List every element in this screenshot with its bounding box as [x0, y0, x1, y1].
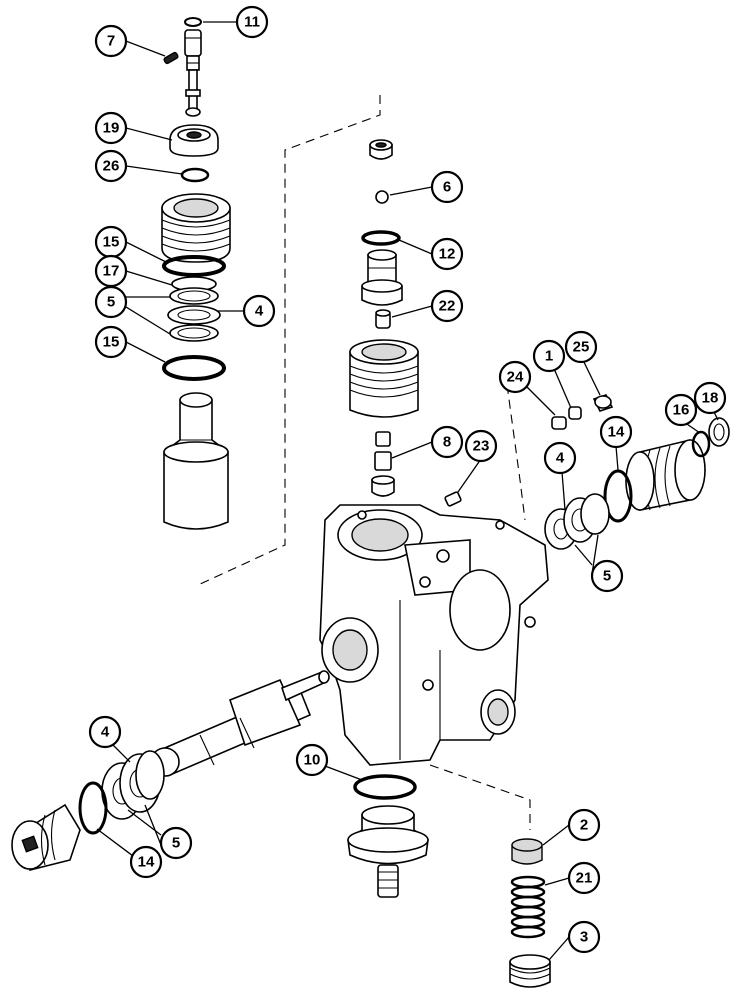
seal-stack-left [162, 255, 226, 381]
callout-16: 16 [664, 393, 698, 427]
left-end-plug [11, 781, 108, 871]
callout-label: 7 [107, 33, 115, 50]
small-parts-right [551, 394, 614, 430]
callout-label: 5 [603, 568, 611, 585]
seal-set-right [544, 469, 633, 550]
bottom-right-stack [509, 838, 551, 988]
callout-label: 14 [608, 424, 625, 441]
callout-8: 8 [430, 425, 464, 459]
callout-22: 22 [430, 289, 464, 323]
callout-25: 25 [564, 330, 598, 364]
callout-label: 15 [103, 234, 120, 251]
callout-11: 11 [235, 5, 269, 39]
callout-4-right: 4 [543, 441, 577, 475]
piston-sleeve [163, 392, 229, 530]
callout-label: 23 [473, 438, 490, 455]
stem-cap [169, 124, 219, 157]
callout-24: 24 [498, 360, 532, 394]
callout-15-lower: 15 [94, 325, 128, 359]
right-end-plug [625, 417, 730, 511]
callout-1: 1 [532, 339, 566, 373]
callout-label: 8 [443, 434, 451, 451]
callout-18: 18 [693, 381, 727, 415]
callout-label: 12 [439, 246, 456, 263]
callout-label: 1 [545, 348, 553, 365]
callout-label: 14 [138, 854, 155, 871]
pin-22 [375, 309, 391, 329]
callout-label: 5 [107, 294, 115, 311]
valve-housing [319, 504, 549, 766]
callout-label: 11 [244, 14, 260, 31]
callout-label: 2 [580, 817, 588, 834]
callout-5-left: 5 [159, 826, 193, 860]
callout-label: 21 [576, 870, 593, 887]
callout-label: 4 [556, 450, 565, 467]
callout-label: 4 [255, 303, 264, 320]
callout-label: 19 [103, 120, 120, 137]
callout-label: 15 [103, 334, 120, 351]
callout-17: 17 [94, 254, 128, 288]
assembly-guide-lines [197, 95, 531, 830]
callout-label: 4 [101, 724, 110, 741]
callout-4-left: 4 [88, 715, 122, 749]
snap-ring-26 [180, 167, 210, 183]
callout-14-right: 14 [599, 415, 633, 449]
callout-23: 23 [464, 429, 498, 463]
callout-12: 12 [430, 237, 464, 271]
callout-26: 26 [94, 149, 128, 183]
ball-6 [375, 190, 389, 204]
callout-10: 10 [295, 743, 329, 777]
valve-spool-8 [371, 431, 395, 497]
callout-label: 24 [507, 369, 524, 386]
callout-label: 17 [103, 263, 120, 280]
valve-stem-assembly [163, 17, 202, 117]
callout-15-upper: 15 [94, 225, 128, 259]
check-valve-body [361, 249, 403, 306]
callout-label: 16 [673, 402, 690, 419]
callout-label: 25 [573, 339, 590, 356]
bottom-fitting [347, 774, 429, 898]
callout-2: 2 [567, 808, 601, 842]
callout-label: 3 [580, 929, 588, 946]
seal-set-left [101, 750, 165, 820]
callout-5-right: 5 [590, 559, 624, 593]
o-ring-12 [361, 230, 401, 246]
callout-label: 10 [304, 752, 321, 769]
main-spool [150, 670, 330, 777]
threaded-plug-upper [161, 193, 231, 263]
callout-21: 21 [567, 861, 601, 895]
callout-label: 22 [439, 298, 456, 315]
callout-19: 19 [94, 111, 128, 145]
callout-label: 5 [172, 835, 180, 852]
callout-4-upper: 4 [242, 294, 276, 328]
callout-label: 26 [103, 158, 120, 175]
callout-label: 18 [702, 390, 719, 407]
callout-5-upper: 5 [94, 285, 128, 319]
set-screw-23 [444, 491, 462, 507]
callout-6: 6 [430, 170, 464, 204]
callout-3: 3 [567, 920, 601, 954]
callout-7: 7 [94, 24, 128, 58]
centre-cap [369, 139, 393, 160]
callout-14-left: 14 [129, 845, 163, 879]
threaded-plug-centre [349, 339, 419, 418]
callout-label: 6 [443, 179, 451, 196]
